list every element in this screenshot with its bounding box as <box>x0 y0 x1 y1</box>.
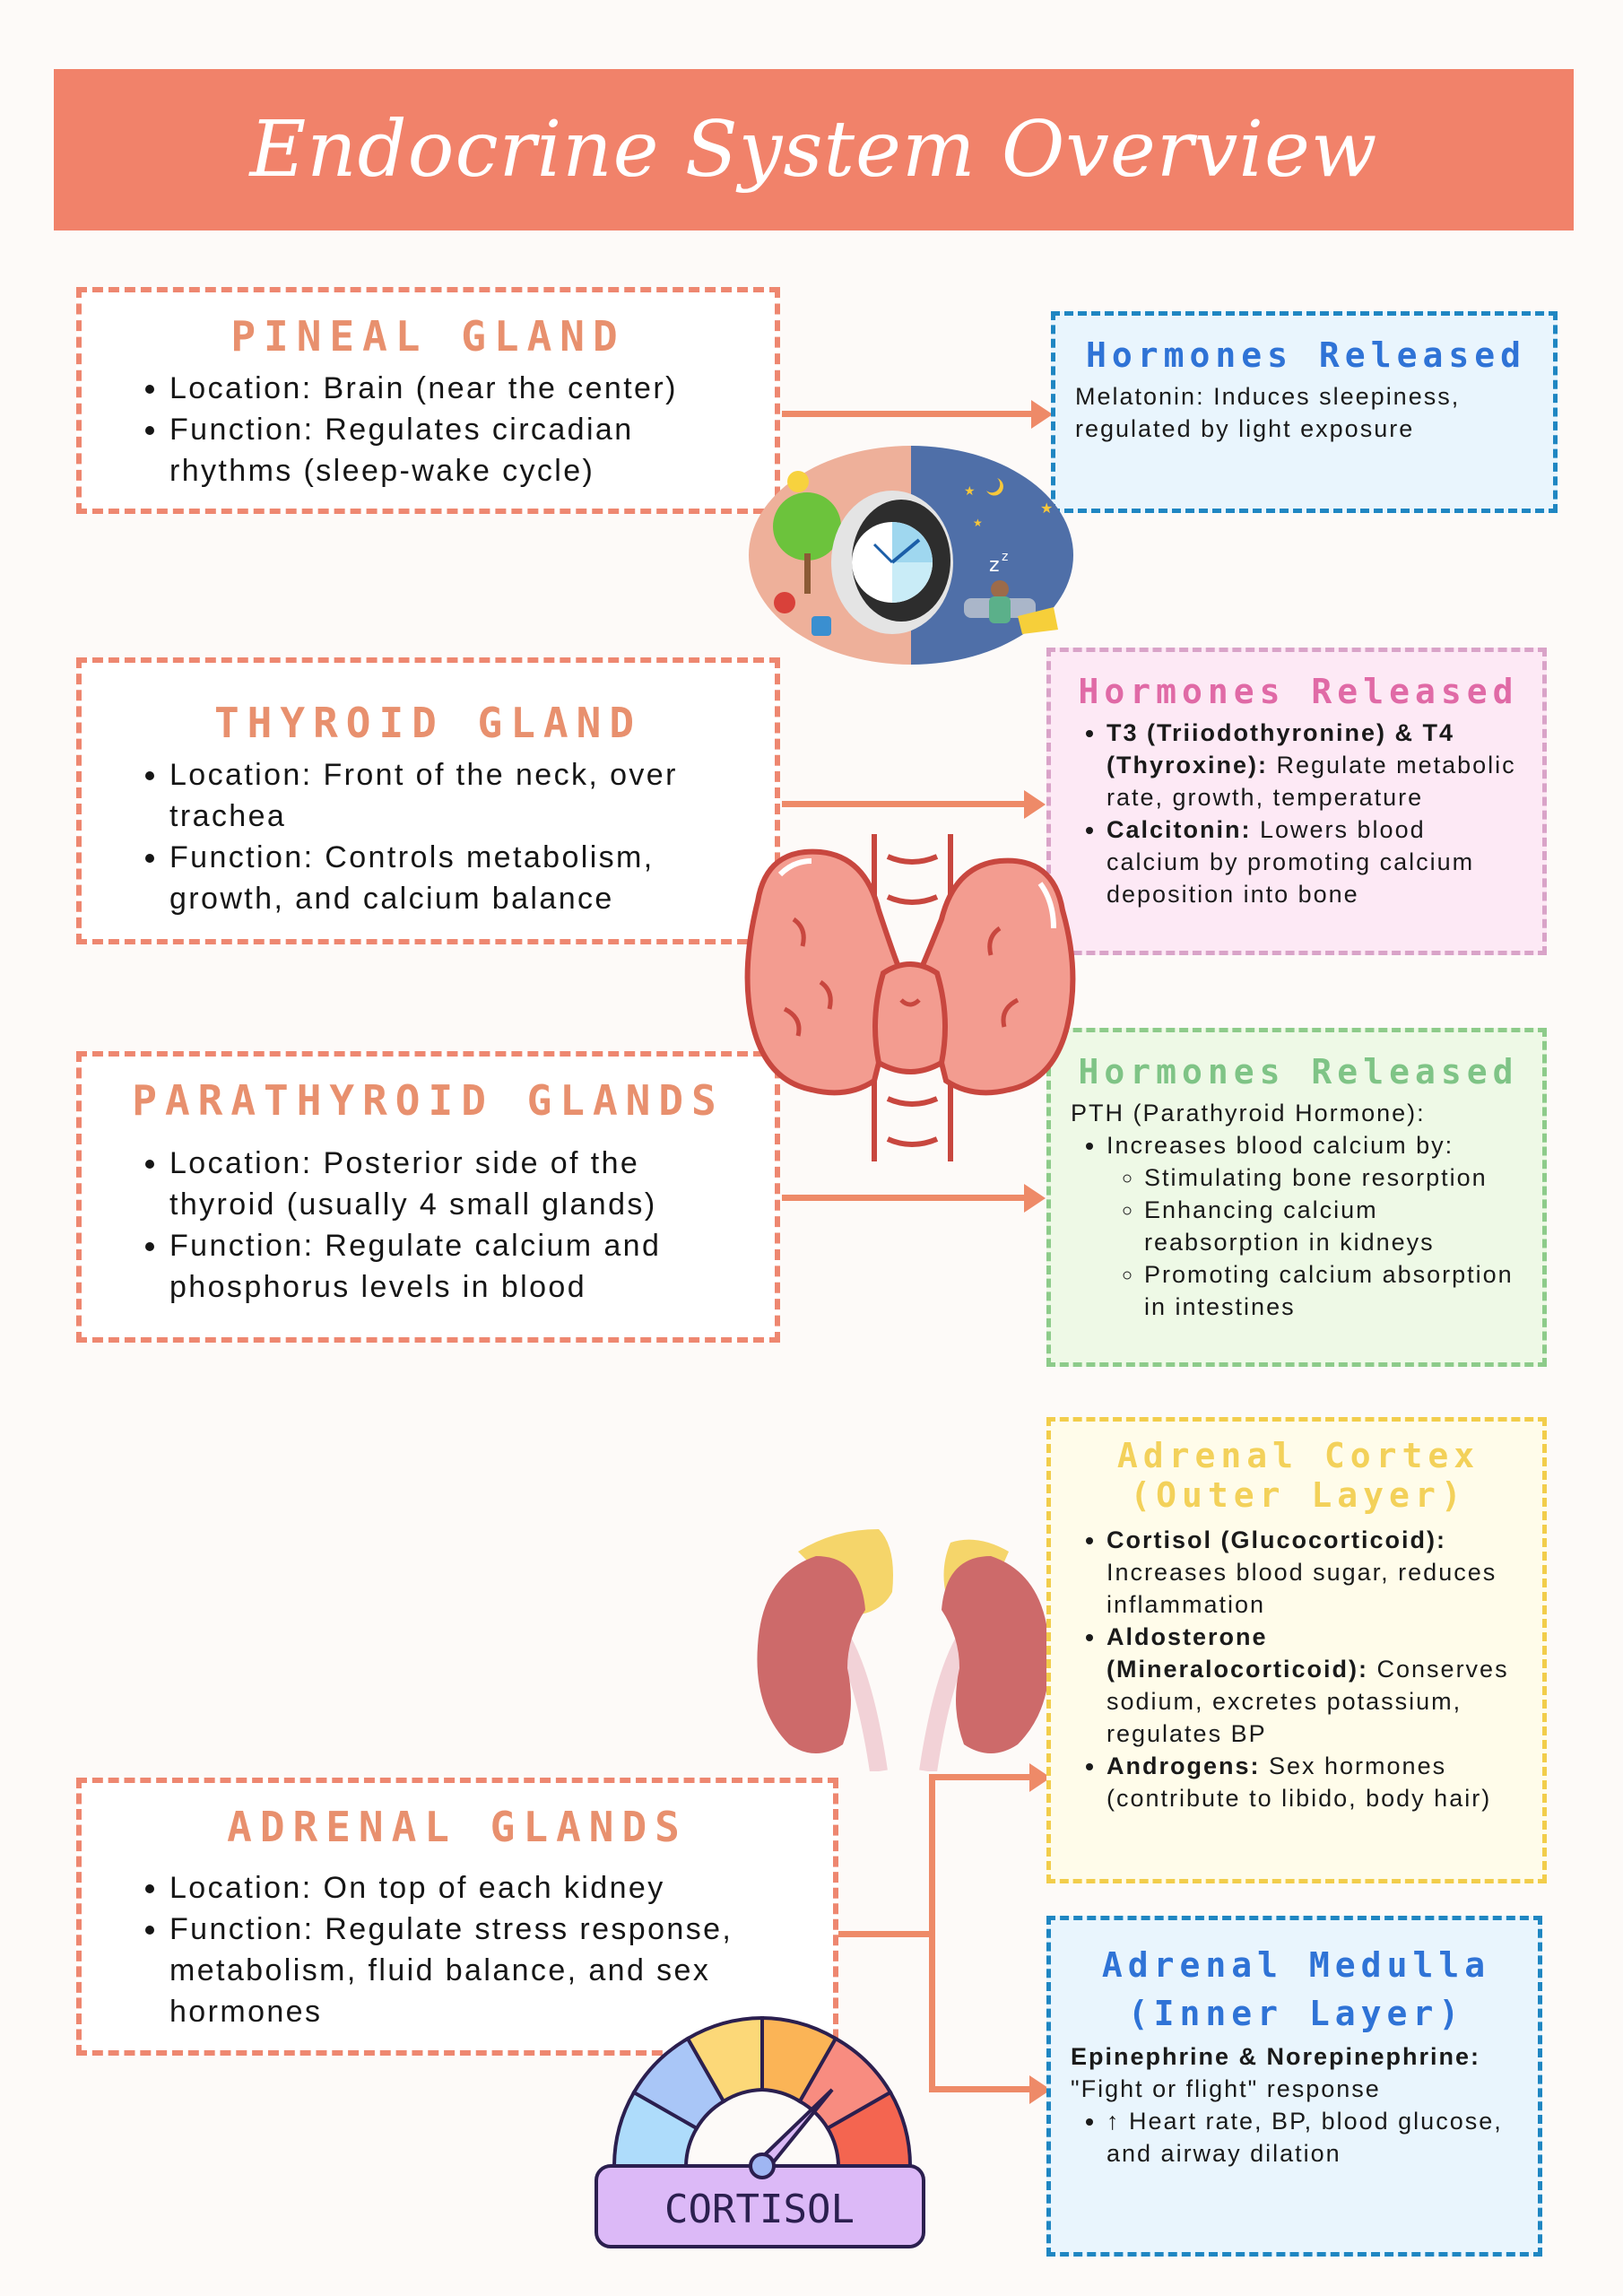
hormone-name: Calcitonin: <box>1107 816 1252 843</box>
pth-bullet: Increases blood calcium by: Stimulating … <box>1107 1129 1526 1323</box>
svg-text:★: ★ <box>964 484 976 499</box>
parathyroid-gland-box: PARATHYROID GLANDS Location: Posterior s… <box>76 1051 780 1343</box>
gland-function: Function: Regulate calcium and phosphoru… <box>169 1225 730 1308</box>
hormone-desc: Conserves sodium, excretes potassium, re… <box>1107 1656 1509 1747</box>
connector-line <box>929 1774 1037 1780</box>
svg-text:z: z <box>989 554 1000 577</box>
melatonin-text: Melatonin: Induces sleepiness, regulated… <box>1075 383 1461 442</box>
hormone-desc: Increases blood sugar, reduces inflammat… <box>1107 1559 1497 1618</box>
svg-text:★: ★ <box>1040 500 1053 517</box>
adrenal-cortex-box: Adrenal Cortex (Outer Layer) Cortisol (G… <box>1046 1417 1547 1883</box>
hormone-name: T3 (Triiodothyronine) & T4 (Thyroxine): <box>1107 719 1454 778</box>
hormone-item: Calcitonin: Lowers blood calcium by prom… <box>1107 813 1526 910</box>
svg-text:★: ★ <box>973 517 983 529</box>
hormone-name: Aldosterone (Mineralocorticoid): <box>1107 1623 1369 1683</box>
adrenal-medulla-box: Adrenal Medulla (Inner Layer) Epinephrin… <box>1046 1916 1542 2257</box>
medulla-bullet: ↑ Heart rate, BP, blood glucose, and air… <box>1107 2105 1522 2170</box>
hormone-item: Androgens: Sex hormones (contribute to l… <box>1107 1750 1526 1814</box>
pineal-hormones-box: Hormones Released Melatonin: Induces sle… <box>1051 311 1558 513</box>
pth-intro: PTH (Parathyroid Hormone): <box>1071 1100 1426 1126</box>
page-title: Endocrine System Overview <box>249 105 1378 195</box>
hormone-item: Cortisol (Glucocorticoid): Increases blo… <box>1107 1524 1526 1621</box>
hormone-item: T3 (Triiodothyronine) & T4 (Thyroxine): … <box>1107 717 1526 813</box>
gland-location: Location: Front of the neck, over trache… <box>169 754 730 837</box>
title-banner: Endocrine System Overview <box>54 69 1574 230</box>
hormone-desc: Regulate metabolic rate, growth, tempera… <box>1107 752 1516 811</box>
gland-location: Location: Brain (near the center) <box>169 368 730 409</box>
hormones-title: Hormones Released <box>1078 1052 1519 1091</box>
hormone-name: Androgens: <box>1107 1752 1261 1779</box>
gland-title: PARATHYROID GLANDS <box>132 1076 725 1125</box>
gland-title: ADRENAL GLANDS <box>227 1803 688 1851</box>
hormones-title: Hormones Released <box>1086 335 1526 375</box>
gauge-label: CORTISOL <box>664 2187 855 2232</box>
thyroid-illustration <box>731 830 1089 1166</box>
gland-function: Function: Regulate stress response, meta… <box>169 1909 788 2032</box>
gland-location: Location: On top of each kidney <box>169 1867 788 1909</box>
circadian-clock-illustration: ★ ★ ★ z z <box>749 446 1073 665</box>
arrow-right-icon <box>1024 790 1046 819</box>
hormone-desc: Lowers blood calcium by promoting calciu… <box>1107 816 1475 908</box>
hormone-name: Cortisol (Glucocorticoid): <box>1107 1526 1446 1553</box>
pth-subitem: Promoting calcium absorption in intestin… <box>1144 1258 1526 1323</box>
connector-line <box>838 1931 935 1937</box>
thyroid-hormones-box: Hormones Released T3 (Triiodothyronine) … <box>1046 648 1547 955</box>
medulla-title-line1: Adrenal Medulla <box>1101 1945 1491 1985</box>
thyroid-gland-box: THYROID GLAND Location: Front of the nec… <box>76 657 780 944</box>
hormone-desc: Sex hormones (contribute to libido, body… <box>1107 1752 1492 1812</box>
cortisol-gauge-illustration: CORTISOL <box>592 2013 928 2256</box>
gland-title: THYROID GLAND <box>213 699 643 747</box>
connector-branch <box>929 1774 935 2090</box>
gland-function: Function: Controls metabolism, growth, a… <box>169 837 730 919</box>
medulla-subtitle: "Fight or flight" response <box>1071 2075 1381 2102</box>
adrenal-gland-box: ADRENAL GLANDS Location: On top of each … <box>76 1778 838 2056</box>
pth-subitem: Stimulating bone resorption <box>1144 1161 1526 1194</box>
pth-subitem: Enhancing calcium reabsorption in kidney… <box>1144 1194 1526 1258</box>
cortex-title-line2: (Outer Layer) <box>1130 1475 1467 1515</box>
cortex-title-line1: Adrenal Cortex <box>1116 1436 1480 1475</box>
medulla-intro: Epinephrine & Norepinephrine: <box>1071 2043 1481 2070</box>
connector-line <box>782 801 1031 807</box>
kidneys-adrenal-illustration <box>735 1511 1072 1773</box>
gland-location: Location: Posterior side of the thyroid … <box>169 1143 730 1225</box>
medulla-title-line2: (Inner Layer) <box>1127 1994 1465 2033</box>
connector-line <box>782 1195 1031 1201</box>
gland-function: Function: Regulates circadian rhythms (s… <box>169 409 730 491</box>
gland-title: PINEAL GLAND <box>230 312 626 361</box>
svg-text:z: z <box>1002 550 1008 564</box>
arrow-right-icon <box>1024 1184 1046 1213</box>
parathyroid-hormones-box: Hormones Released PTH (Parathyroid Hormo… <box>1046 1028 1547 1367</box>
connector-line <box>782 411 1040 417</box>
hormones-title: Hormones Released <box>1078 672 1519 711</box>
arrow-right-icon <box>1031 400 1053 429</box>
connector-line <box>929 2086 1037 2092</box>
pineal-gland-box: PINEAL GLAND Location: Brain (near the c… <box>76 287 780 514</box>
hormone-item: Aldosterone (Mineralocorticoid): Conserv… <box>1107 1621 1526 1750</box>
